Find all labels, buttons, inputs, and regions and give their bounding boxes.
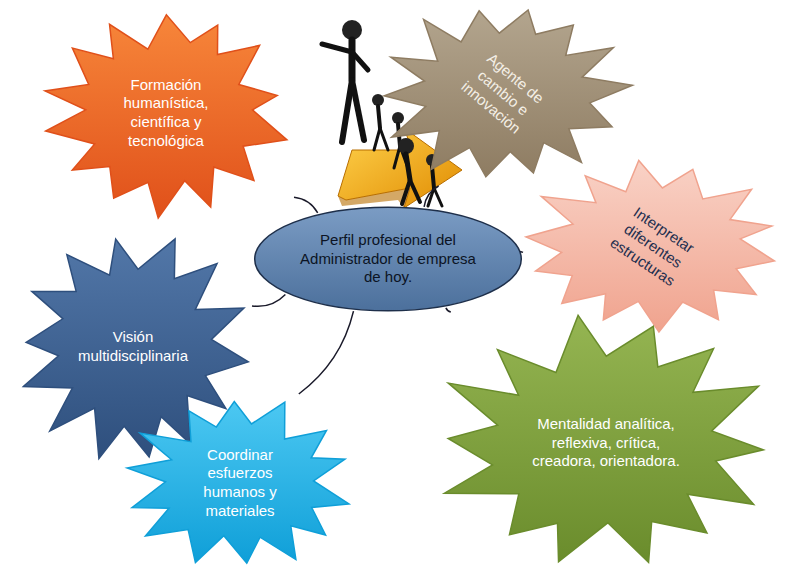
connector-line [424, 186, 439, 207]
node-label: Coordinar esfuerzos humanos y materiales [180, 446, 300, 521]
connector-line [252, 294, 285, 306]
starburst-node: Mentalidad analítica, reflexiva, crítica… [428, 312, 784, 574]
center-ellipse: Perfil profesional del Administrador de … [252, 205, 524, 313]
starburst-node: Formación humanística, científica y tecn… [38, 4, 294, 222]
connector-line [299, 311, 354, 394]
shape-outline [255, 207, 522, 311]
starburst-node: Interpretar diferentes estructuras [514, 158, 792, 334]
node-label: Mentalidad analítica, reflexiva, crítica… [521, 415, 691, 471]
shape-outline [384, 10, 632, 177]
starburst-node: Agente de cambio e innovación [372, 0, 634, 186]
shape-outline [127, 402, 349, 564]
connector-line [294, 197, 318, 213]
shape-outline [526, 160, 774, 332]
connector-line [446, 308, 451, 312]
shape-outline [444, 315, 763, 562]
shape-outline [45, 15, 287, 218]
node-label: Perfil profesional del Administrador de … [293, 231, 483, 287]
starburst-node: Coordinar esfuerzos humanos y materiales [118, 394, 362, 572]
node-label: Formación humanística, científica y tecn… [96, 76, 236, 151]
node-label: Visión multidisciplinaria [74, 328, 192, 366]
